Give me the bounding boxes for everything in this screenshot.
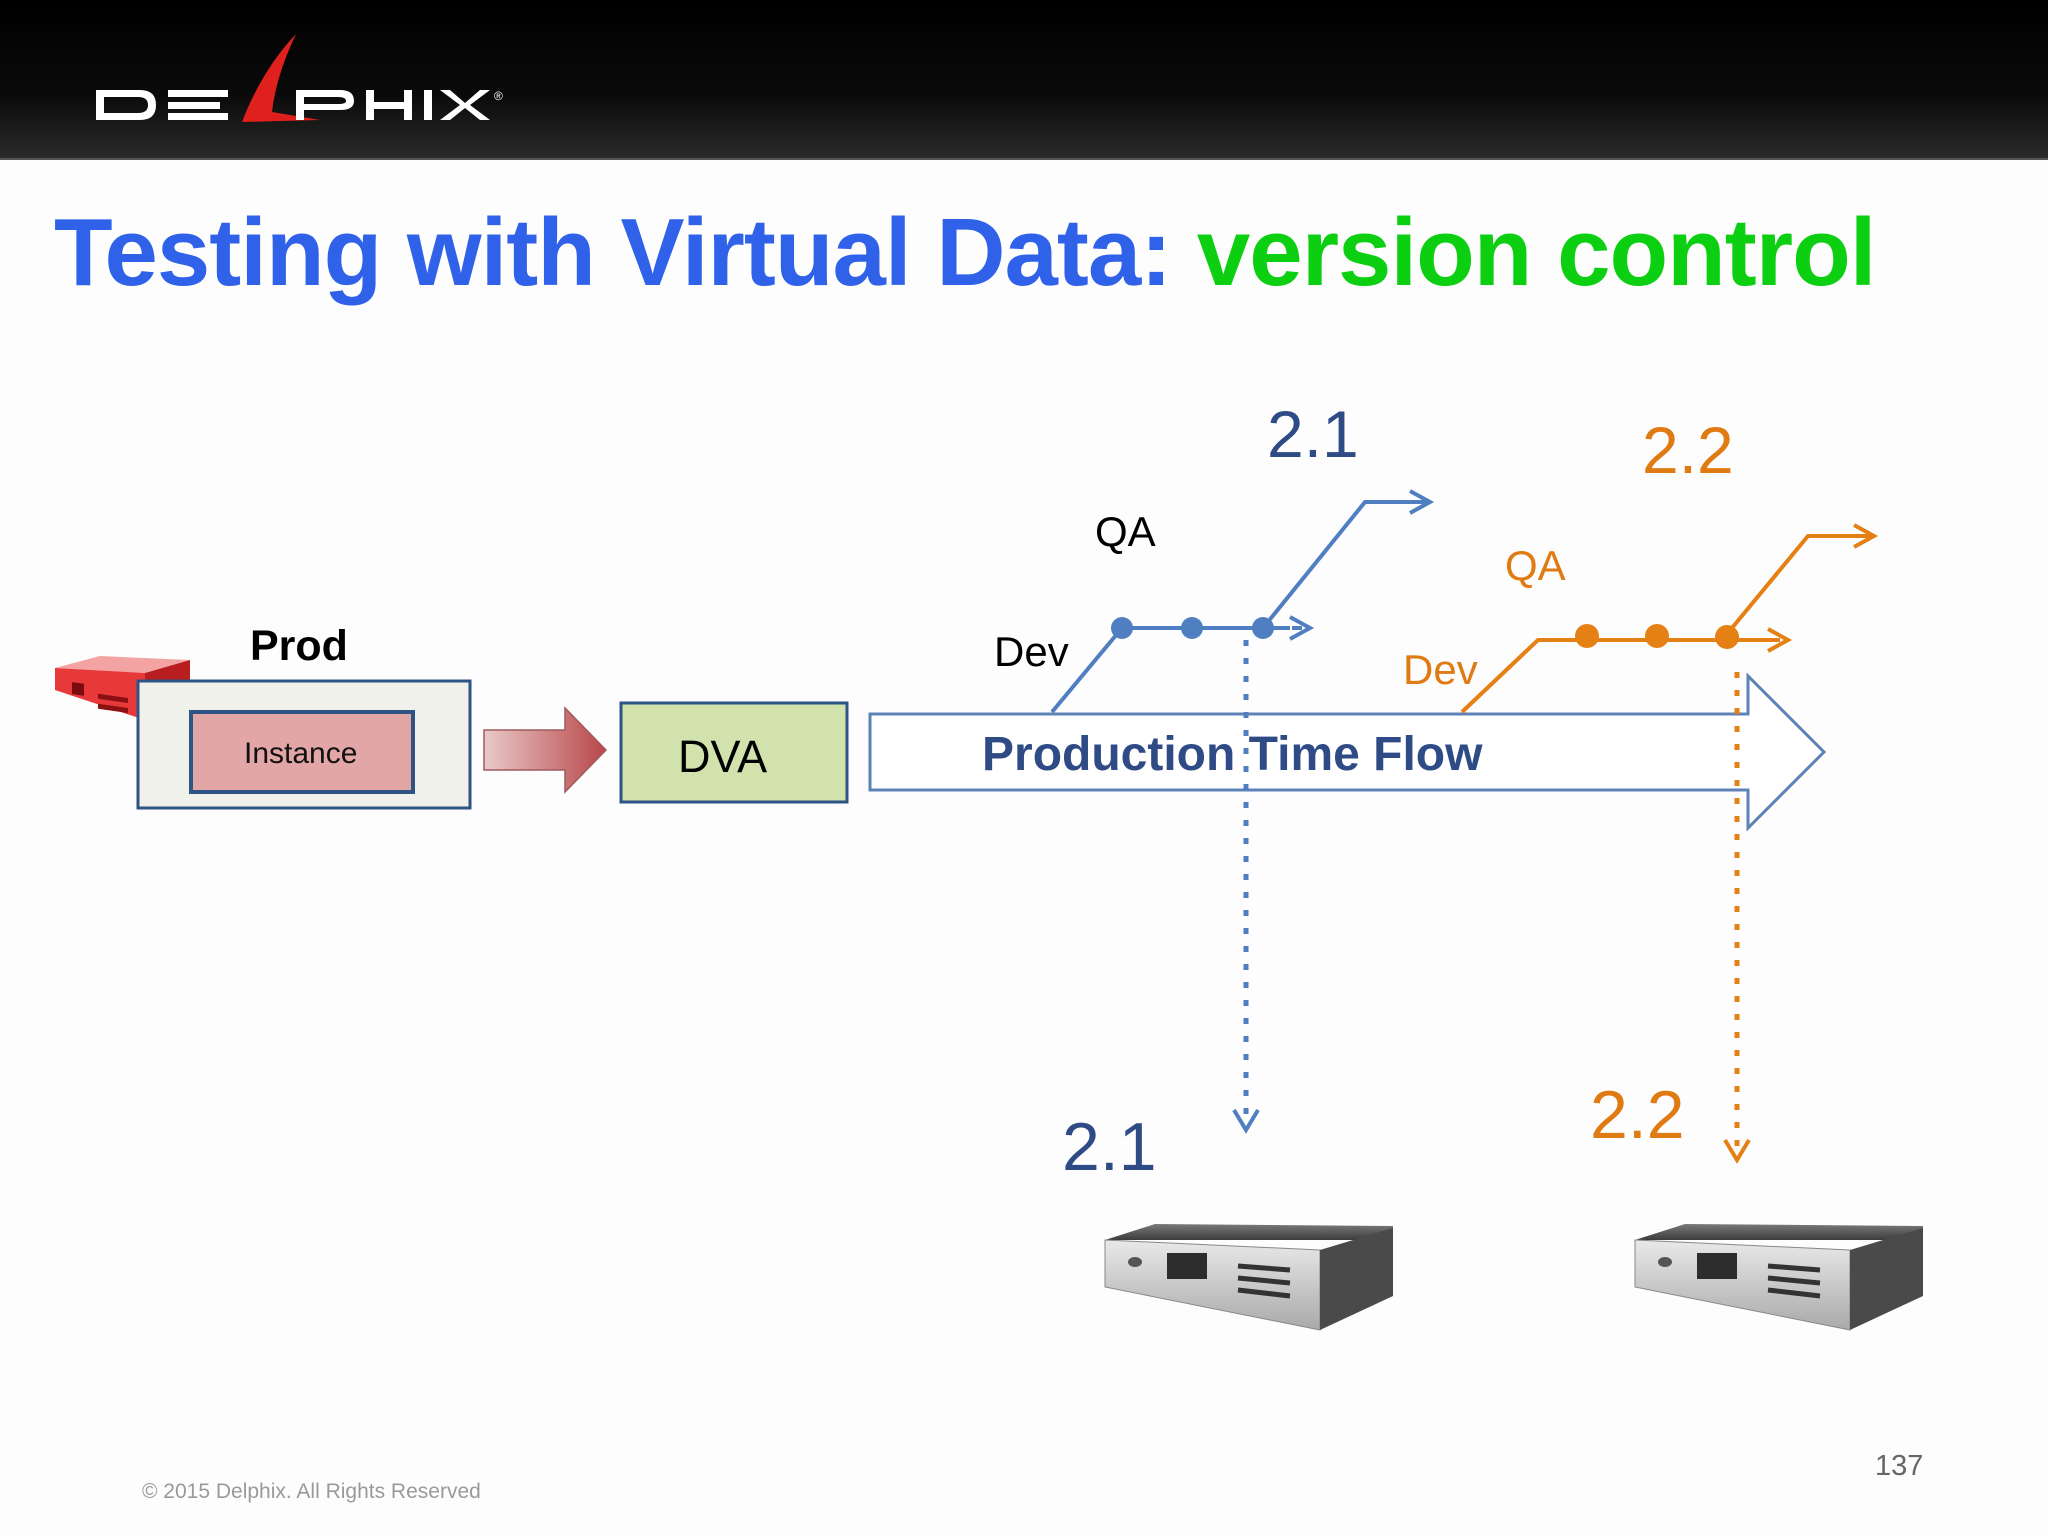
dev-2-2-label: Dev [1403, 646, 1478, 693]
registered-mark: ® [494, 89, 503, 103]
branch-2-1 [1050, 489, 1435, 1134]
prod-label: Prod [250, 622, 348, 670]
copyright-footer: © 2015 Delphix. All Rights Reserved [142, 1480, 481, 1503]
branch-2-1-snapshot [1111, 617, 1133, 639]
instance-label: Instance [244, 737, 358, 770]
version-2-1-label: 2.1 [1267, 397, 1359, 471]
dev-2-1-label: Dev [994, 628, 1069, 675]
server-2-1-icon [1104, 1224, 1393, 1331]
prod-to-dva-arrow [483, 706, 608, 794]
page-number: 137 [1875, 1450, 1924, 1482]
slide-title: Testing with Virtual Data: version contr… [54, 198, 1876, 308]
timeflow-label: Production Time Flow [982, 728, 1483, 781]
target-2-2-label: 2.2 [1590, 1077, 1685, 1153]
branch-2-2-snapshot [1575, 624, 1599, 648]
instance-box [189, 710, 415, 794]
delphix-logo: ® [96, 34, 503, 122]
branch-2-2 [1460, 523, 1879, 1164]
version-2-2-label: 2.2 [1642, 413, 1734, 487]
dva-box [619, 701, 849, 804]
header-bar: ® [0, 0, 2048, 160]
production-time-flow-arrow [868, 672, 1827, 832]
server-2-2-icon [1634, 1224, 1923, 1331]
qa-2-2-label: QA [1505, 542, 1566, 589]
title-part-2: version control [1196, 199, 1876, 306]
target-2-1-label: 2.1 [1062, 1109, 1157, 1185]
qa-2-1-label: QA [1095, 508, 1156, 555]
branch-2-2-snapshot [1645, 624, 1669, 648]
dva-label: DVA [678, 731, 768, 782]
branch-2-1-snapshot [1181, 617, 1203, 639]
title-part-1: Testing with Virtual Data: [54, 199, 1172, 306]
